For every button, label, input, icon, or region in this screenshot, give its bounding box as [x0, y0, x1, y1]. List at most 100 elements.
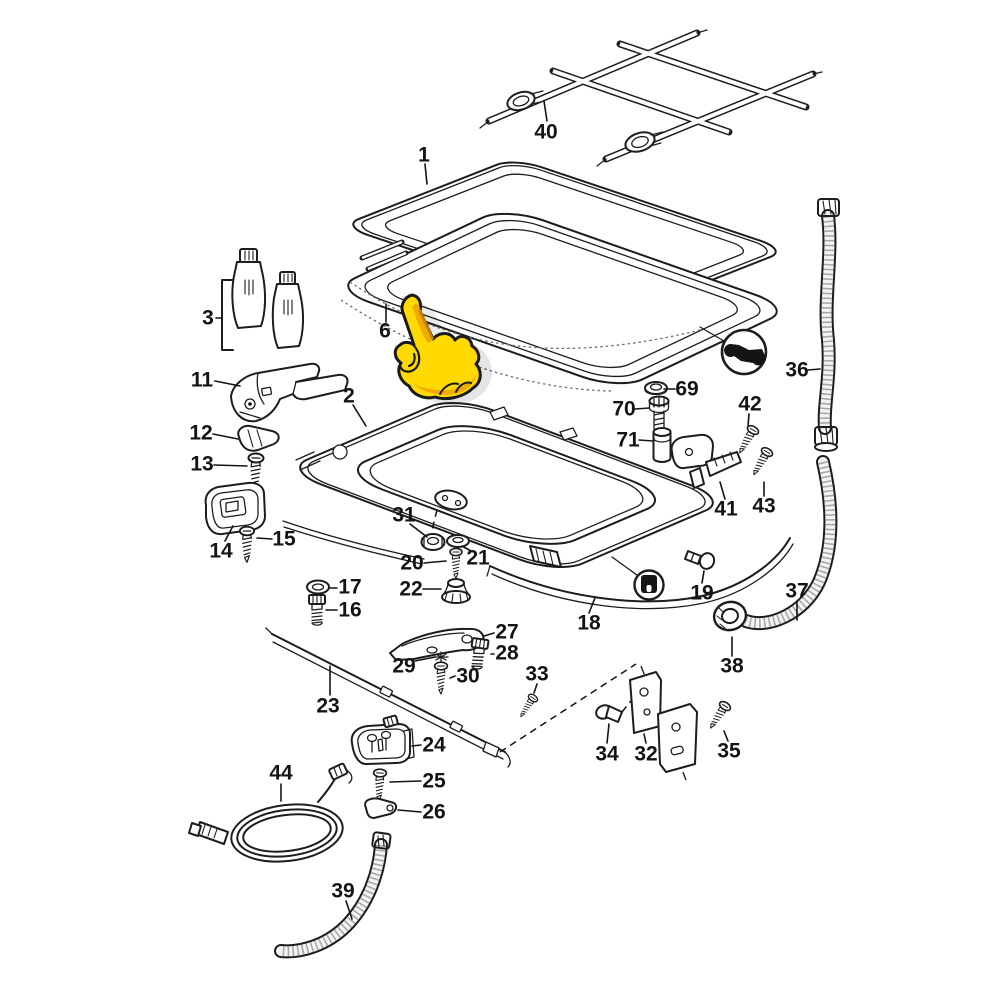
- pointing-hand-cursor: [393, 293, 492, 405]
- part-label-23: 23: [316, 695, 339, 718]
- leader-line-36: [807, 368, 821, 371]
- part-25-screw: [371, 768, 388, 803]
- part-label-28: 28: [495, 642, 519, 665]
- part-label-37: 37: [785, 580, 808, 603]
- sealant-tube: [231, 248, 267, 329]
- sealant-tube: [271, 271, 305, 349]
- part-label-69: 69: [675, 378, 698, 401]
- part-label-39: 39: [331, 880, 354, 903]
- leader-line-39: [345, 900, 353, 920]
- part-20-screw: [449, 547, 463, 580]
- part-35-screw: [704, 698, 733, 733]
- leader-line-24: [411, 744, 422, 747]
- grommet-profile-icon: [611, 556, 665, 601]
- cable-end-connector: [188, 821, 229, 845]
- leader-line-70: [634, 407, 650, 410]
- leader-line-18: [588, 597, 596, 614]
- leader-line-19: [701, 570, 705, 584]
- leader-line-32: [643, 733, 647, 744]
- part-3-sealant-tubes: [221, 248, 305, 351]
- leader-line-1: [424, 163, 428, 185]
- leader-line-26: [397, 809, 422, 813]
- part-34-bolt: [595, 691, 639, 723]
- part-29-star-washer: [433, 651, 449, 663]
- part-label-16: 16: [338, 599, 361, 622]
- leader-line-34: [606, 723, 610, 744]
- part-label-25: 25: [422, 770, 446, 793]
- part-43-screw: [747, 445, 775, 479]
- leader-line-35: [723, 730, 729, 742]
- part-38-grommet: [712, 600, 748, 632]
- part-12-clip: [237, 424, 280, 452]
- part-label-34: 34: [595, 743, 619, 766]
- leader-line-42: [747, 413, 750, 427]
- part-21-washer: [446, 534, 470, 548]
- strap-buckle: [506, 90, 544, 112]
- part-label-15: 15: [272, 528, 296, 551]
- part-22-grommet: [441, 578, 471, 604]
- frame-clip: [489, 406, 509, 421]
- part-11-latch: [230, 362, 349, 423]
- part-label-31: 31: [392, 504, 416, 527]
- leader-lines: [212, 100, 821, 920]
- part-label-12: 12: [189, 422, 212, 445]
- part-30-screw: [433, 661, 449, 695]
- part-37-drain-hose: [739, 455, 838, 631]
- part-19-pin: [684, 550, 716, 570]
- part-label-18: 18: [577, 612, 601, 635]
- part-label-44: 44: [269, 762, 293, 785]
- part-26-clip: [364, 797, 398, 819]
- part-label-19: 19: [690, 582, 713, 605]
- part-label-20: 20: [400, 552, 423, 575]
- part-44-cable: [188, 762, 353, 863]
- part-label-42: 42: [738, 393, 761, 416]
- part-label-17: 17: [338, 576, 361, 599]
- part-label-29: 29: [392, 655, 415, 678]
- leader-line-71: [638, 439, 654, 442]
- leader-line-29: [414, 656, 436, 662]
- part-6-panel-seal: [332, 207, 793, 391]
- part-70-bolt: [648, 395, 670, 432]
- part-label-40: 40: [534, 121, 557, 144]
- part-42-screw: [733, 423, 761, 457]
- part-label-1: 1: [418, 144, 430, 167]
- leader-line-40: [543, 100, 548, 122]
- part-label-22: 22: [399, 578, 422, 601]
- part-label-38: 38: [720, 655, 744, 678]
- leader-line-13: [213, 464, 248, 467]
- part-label-3: 3: [202, 307, 214, 330]
- part-label-14: 14: [209, 540, 233, 563]
- leader-line-41: [719, 481, 726, 500]
- part-2-frame: [283, 396, 730, 574]
- part-label-11: 11: [191, 369, 214, 392]
- part-label-33: 33: [525, 663, 548, 686]
- part-39-drain-hose: [274, 831, 392, 959]
- leader-line-27: [483, 632, 495, 637]
- part-label-13: 13: [190, 453, 213, 476]
- part-18-front-channel: [282, 520, 794, 610]
- frame-clip: [559, 427, 578, 441]
- part-24-drive-unit: [350, 714, 415, 765]
- leader-line-15: [256, 537, 273, 540]
- part-41-bracket: [670, 433, 742, 489]
- leader-line-25: [389, 780, 422, 783]
- leader-line-12: [212, 433, 239, 440]
- part-16-bolt: [308, 594, 326, 627]
- part-label-43: 43: [752, 495, 775, 518]
- part-40-straps: [479, 29, 823, 167]
- part-label-41: 41: [714, 498, 738, 521]
- part-33-screw: [515, 691, 540, 721]
- leader-line-30: [449, 675, 456, 679]
- frame-slider-block: [529, 545, 562, 568]
- part-label-26: 26: [422, 801, 445, 824]
- frame-center-plate: [430, 489, 468, 535]
- part-label-6: 6: [379, 320, 391, 343]
- part-23-rail: [265, 627, 637, 768]
- part-label-71: 71: [616, 429, 640, 452]
- leader-line-33: [533, 683, 538, 694]
- leader-line-11: [214, 380, 241, 387]
- part-17-nut: [306, 579, 330, 595]
- part-label-30: 30: [456, 665, 479, 688]
